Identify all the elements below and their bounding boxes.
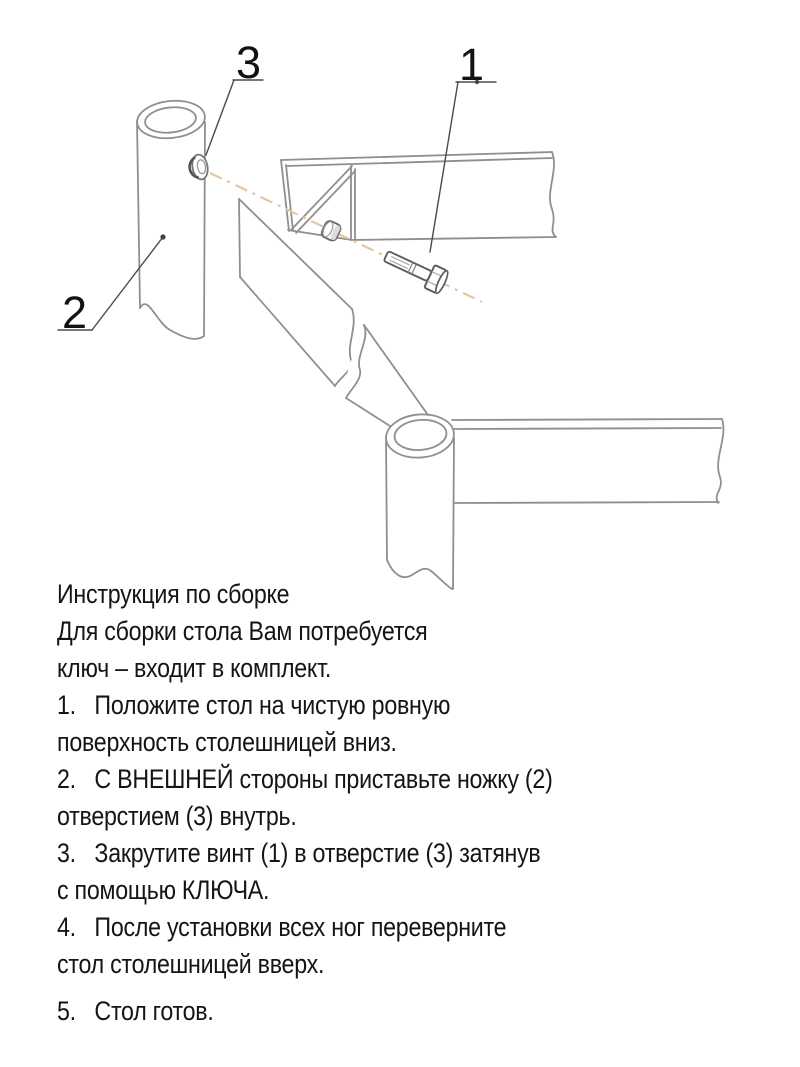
- apron-rail-upper: [238, 198, 355, 387]
- apron-rail-lower: [345, 324, 429, 427]
- instruction-line: Для сборки стола Вам потребуется: [57, 616, 428, 646]
- instruction-step-3-cont: с помощью КЛЮЧА.: [57, 875, 270, 905]
- instruction-step-4-cont: стол столешницей вверх.: [57, 949, 325, 979]
- instruction-step-2-cont: отверстием (3) внутрь.: [57, 801, 297, 831]
- callout-3-leader: [205, 79, 235, 156]
- callout-1-label: 1: [459, 39, 484, 90]
- hole-fitting-part-3: [188, 153, 209, 181]
- callout-3: 3: [205, 37, 264, 156]
- lower-leg: [385, 413, 455, 590]
- instruction-step-1-cont: поверхность столешницей вниз.: [57, 727, 397, 757]
- bolt-part-1: [383, 250, 449, 295]
- callout-1: 1: [429, 39, 497, 253]
- axis-centerline: [209, 172, 483, 303]
- instruction-step-1: 1. Положите стол на чистую ровную: [57, 690, 451, 720]
- callout-2-label: 2: [62, 287, 87, 338]
- callout-1-leader: [429, 81, 459, 253]
- instruction-step-5: 5. Стол готов.: [57, 996, 214, 1026]
- instructions-text: Инструкция по сборке Для сборки стола Ва…: [57, 576, 659, 1030]
- instruction-step-2: 2. С ВНЕШНЕЙ стороны приставьте ножку (2…: [57, 764, 553, 794]
- callout-1-dot: [474, 79, 480, 85]
- instruction-step-4: 4. После установки всех ног переверните: [57, 912, 507, 942]
- callout-2-leader: [91, 236, 164, 331]
- spacer-nut: [320, 220, 342, 242]
- callout-2: 2: [57, 234, 166, 338]
- assembly-drawing: 1 2 3: [57, 37, 725, 590]
- top-rail: [280, 151, 557, 241]
- corner-gusset: [290, 165, 356, 241]
- bottom-rail: [451, 418, 725, 504]
- left-leg: [136, 99, 206, 340]
- instruction-line: ключ – входит в комплект.: [57, 653, 332, 683]
- callout-3-label: 3: [236, 37, 261, 88]
- instruction-step-3: 3. Закрутите винт (1) в отверстие (3) за…: [57, 838, 541, 868]
- instructions-title: Инструкция по сборке: [57, 579, 290, 609]
- callout-2-dot: [160, 234, 166, 240]
- assembly-diagram: 1 2 3: [57, 37, 725, 590]
